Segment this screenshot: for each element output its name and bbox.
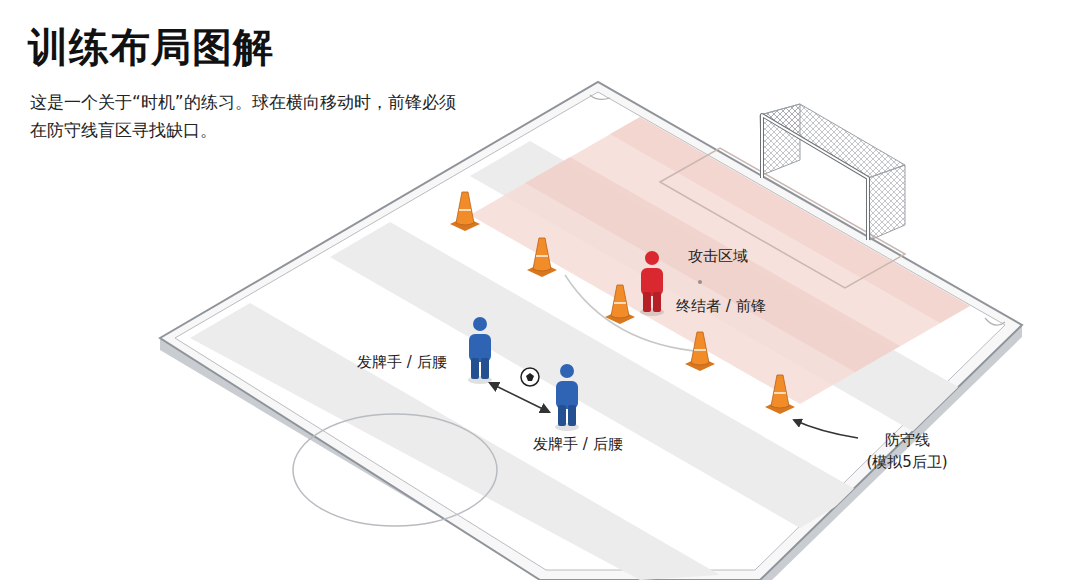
midfielder-player — [555, 364, 579, 431]
cone-stripe — [459, 209, 471, 211]
ball — [521, 368, 539, 386]
corner-arc — [590, 95, 610, 99]
pitch — [160, 82, 1022, 580]
corner-arc — [985, 318, 1005, 325]
cone-stripe — [536, 255, 548, 257]
zone-label: 攻击区域 — [686, 246, 750, 267]
cone — [771, 375, 789, 408]
pass-arrow — [490, 383, 549, 412]
cone-stripe — [694, 349, 706, 351]
diagram-caption: 这是一个关于“时机”的练习。球在横向移动时，前锋必须在防守线盲区寻找缺口。 — [30, 88, 460, 144]
center-circle — [293, 414, 497, 526]
leader-line — [794, 420, 858, 438]
cone — [611, 285, 629, 318]
marker-dot — [698, 280, 702, 284]
cone-stripe — [614, 302, 626, 304]
cone — [691, 332, 709, 365]
cone-stripe — [774, 392, 786, 394]
cones — [450, 192, 795, 414]
cone — [533, 238, 551, 271]
pitch-inner — [175, 92, 1005, 570]
cone — [456, 192, 474, 225]
player-label: 发牌手 / 后腰 — [355, 352, 449, 373]
midfielder-player — [468, 317, 492, 384]
player-label: 终结者 / 前锋 — [674, 296, 768, 317]
player-label: 发牌手 / 后腰 — [531, 434, 625, 455]
grass-stripes — [190, 141, 1000, 580]
goal — [760, 104, 905, 240]
forward-player — [640, 251, 664, 316]
callout-label: 防守线 (模拟5后卫) — [850, 428, 964, 474]
diagram-title: 训练布局图解 — [28, 20, 274, 75]
